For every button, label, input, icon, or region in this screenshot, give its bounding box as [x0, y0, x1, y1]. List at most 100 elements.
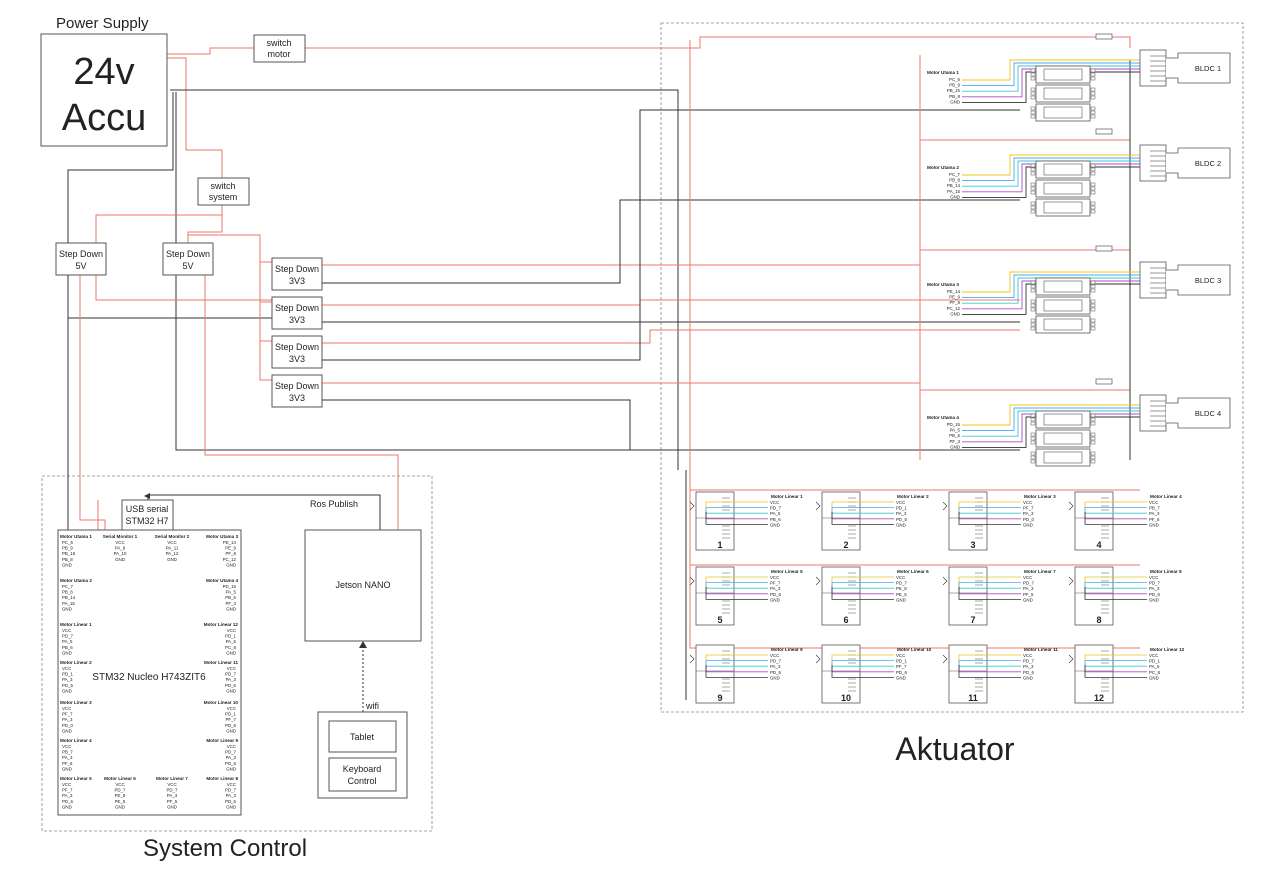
linear-motor-title: Motor Linear 10 [897, 647, 932, 652]
linear-motor-number: 9 [717, 693, 722, 703]
esc-board [1035, 429, 1091, 448]
bldc-motor [1166, 147, 1231, 179]
linear-signal-wire [705, 582, 768, 587]
stepdown-3v3-3-label-2: 3V3 [289, 354, 305, 364]
pin-label: PE_8 [115, 793, 126, 798]
esc-pin [1030, 307, 1036, 312]
linear-pin-label: GND [770, 597, 780, 602]
linear-arrow-icon [942, 501, 948, 511]
esc-pin [1090, 167, 1096, 172]
pin-label: GND [62, 766, 72, 771]
pin-label: PD_6 [225, 723, 237, 728]
esc-pin [1030, 280, 1036, 285]
pin-group-title: Motor Linear 5 [60, 776, 92, 781]
linear-pin-label: PD_1 [896, 659, 908, 664]
linear-driver-board [695, 566, 735, 626]
esc-chip [1043, 87, 1083, 100]
ros-publish-label: Ros Publish [310, 499, 358, 509]
pin-label: PA_3 [62, 793, 73, 798]
linear-pin-label: PA_3 [896, 511, 907, 516]
pin-label: PD_7 [225, 672, 237, 677]
linear-pin-label: PF_7 [770, 581, 781, 586]
switch-motor-label-2: motor [267, 49, 290, 59]
signal-wire [962, 62, 1140, 87]
pin-label: VCC [227, 628, 236, 633]
linear-motor-title: Motor Linear 4 [1150, 494, 1182, 499]
pin-label: VCC [167, 540, 176, 545]
pin-label: PD_1 [225, 634, 237, 639]
linear-pin-label: PD_7 [1023, 659, 1035, 664]
driver-pin-label: PB_8 [949, 94, 960, 99]
esc-pin [1090, 186, 1096, 191]
esc-chip [1043, 280, 1083, 293]
linear-pin-label: GND [1023, 522, 1033, 527]
pin-label: GND [62, 606, 72, 611]
pin-label: PC_8 [225, 645, 237, 650]
esc-pin [1090, 288, 1096, 293]
linear-signal-wire [958, 665, 1021, 678]
bldc-motor [1166, 52, 1231, 84]
bldc-connector [1139, 49, 1167, 87]
linear-driver-board [1074, 491, 1114, 551]
linear-motor-number: 7 [970, 615, 975, 625]
driver-title: Motor Utama 2 [927, 165, 959, 170]
pin-group-title: Motor Utama 2 [60, 578, 92, 583]
linear-motor-number: 6 [843, 615, 848, 625]
linear-pin-label: VCC [1149, 653, 1158, 658]
esc-board [1035, 296, 1091, 315]
pin-group-title: Motor Linear 11 [204, 660, 238, 665]
switch-system-label-1: switch [210, 181, 235, 191]
linear-signal-wire [958, 587, 1021, 600]
usb-serial-label-2: STM32 H7 [125, 516, 168, 526]
esc-pin [1030, 114, 1036, 119]
esc-pin [1090, 451, 1096, 456]
linear-signal-wire [831, 660, 894, 665]
pin-label: PD_6 [225, 761, 237, 766]
pin-label: VCC [62, 666, 71, 671]
pin-group-title: Motor Linear 4 [60, 738, 92, 743]
linear-signal-wire [831, 587, 894, 600]
esc-pin [1030, 190, 1036, 195]
pin-group-title: Motor Linear 9 [206, 738, 238, 743]
linear-pin-label: PA_3 [1023, 511, 1034, 516]
system-control-title: System Control [143, 835, 307, 862]
pin-group-title: Motor Linear 6 [104, 776, 136, 781]
stepdown-5v-1-label-1: Step Down [59, 249, 103, 259]
esc-pin [1030, 76, 1036, 81]
esc-pin [1090, 413, 1096, 418]
linear-signal-wire [831, 665, 894, 678]
driver-pin-label: PD_15 [947, 422, 961, 427]
pin-label: PA_12 [166, 551, 179, 556]
esc-pin [1030, 413, 1036, 418]
system-control-frame [41, 475, 433, 832]
linear-pin-label: GND [896, 597, 906, 602]
stepdown-3v3-3-label-1: Step Down [275, 342, 319, 352]
bldc-label: BLDC 1 [1195, 64, 1221, 73]
power-wires [67, 36, 1140, 712]
driver-pin-label: PA_5 [950, 428, 961, 433]
pin-label: PA_3 [226, 677, 237, 682]
signal-wire [962, 271, 1140, 293]
pin-label: PA_3 [226, 793, 237, 798]
esc-pin [1090, 91, 1096, 96]
pin-label: GND [62, 650, 72, 655]
esc-pin [1030, 299, 1036, 304]
pin-label: VCC [62, 628, 71, 633]
linear-signal-wire [958, 582, 1021, 587]
pin-label: PD_1 [62, 672, 74, 677]
esc-pin [1030, 205, 1036, 210]
linear-pin-label: PA_3 [770, 664, 781, 669]
accu-name-label: Accu [62, 97, 146, 139]
tablet-label: Tablet [350, 732, 375, 742]
pin-label: PF_7 [62, 712, 73, 717]
linear-driver-board [821, 566, 861, 626]
